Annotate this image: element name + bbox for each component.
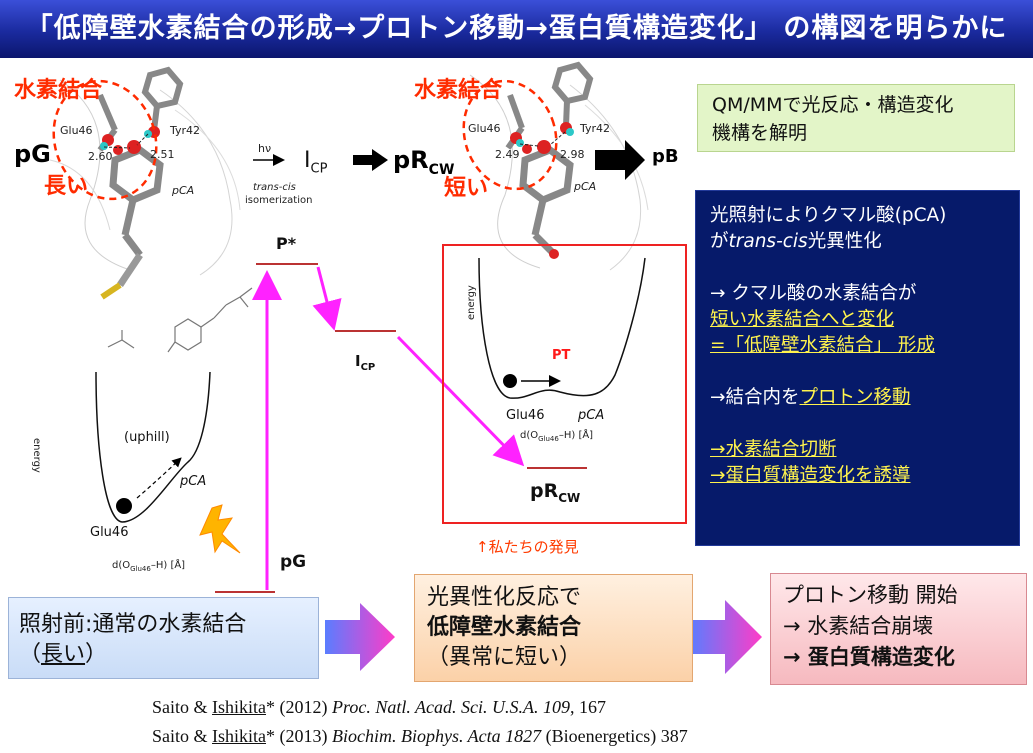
left-energy-well	[95, 371, 211, 523]
info-panel: 光照射によりクマル酸(pCA) がtrans-cis光異性化 → クマル酸の水素…	[695, 190, 1020, 546]
left-dist-a: 2.60	[88, 150, 113, 163]
isomerization-line1: trans-cis	[253, 182, 296, 193]
right-distance-axis: d(OGlu46–H) [Å]	[520, 430, 594, 443]
photocycle-arrows	[253, 140, 645, 180]
right-dist-b: 2.98	[560, 148, 585, 161]
info-line-5: =「低障壁水素結合」 形成	[710, 335, 935, 356]
right-length-label: 短い	[444, 176, 489, 201]
info-line-2: がtrans-cis光異性化	[710, 231, 882, 252]
info-line-6: →結合内をプロトン移動	[710, 387, 911, 408]
info-line-7: →水素結合切断	[710, 439, 837, 460]
hv-label: hν	[258, 142, 272, 155]
right-energy-axis-label: energy	[466, 285, 477, 320]
right-pca-label: pCA	[574, 180, 597, 193]
lightning-icon	[199, 504, 241, 554]
step1-line1: 照射前:通常の水素結合	[19, 612, 247, 637]
step2-line2: 低障壁水素結合	[427, 615, 582, 640]
left-glu-label: Glu46	[60, 124, 93, 137]
step3-line3: → 蛋白質構造変化	[783, 645, 955, 669]
discovery-frame	[442, 244, 687, 524]
step3-line2: → 水素結合崩壊	[783, 614, 934, 638]
step-before-irradiation: 照射前:通常の水素結合 （長い）	[8, 597, 319, 679]
right-glu-label: Glu46	[468, 122, 501, 135]
left-dist-b: 2.51	[150, 148, 175, 161]
left-hbond-label: 水素結合	[14, 78, 103, 103]
info-line-8: →蛋白質構造変化を誘導	[710, 465, 911, 486]
icp-top-label: ICP	[304, 148, 328, 177]
energy-levels	[215, 263, 587, 593]
discovery-note: ↑私たちの発見	[476, 538, 579, 556]
step1-line2: （長い）	[19, 642, 108, 667]
step2-line1: 光異性化反応で	[427, 585, 582, 610]
magenta-pathway-arrows	[252, 266, 525, 590]
right-pca-well-label: pCA	[578, 408, 605, 423]
pca-molecule-sketch	[107, 287, 253, 353]
flow-arrows	[325, 600, 762, 674]
left-pca-well-label: pCA	[180, 474, 207, 489]
qmmm-callout: QM/MMで光反応・構造変化 機構を解明	[697, 84, 1015, 152]
step2-line3: （異常に短い）	[427, 645, 582, 670]
prcw-level-label: pRCW	[530, 480, 581, 505]
left-glu-well-label: Glu46	[90, 525, 129, 540]
right-glu-well-label: Glu46	[506, 408, 545, 423]
isomerization-line2: isomerization	[245, 195, 313, 206]
left-distance-axis: d(OGlu46–H) [Å]	[112, 560, 186, 573]
left-energy-axis-label: energy	[31, 438, 42, 473]
left-pca-label: pCA	[172, 184, 195, 197]
title-banner: 「低障壁水素結合の形成→プロトン移動→蛋白質構造変化」 の構図を明らかに	[0, 0, 1033, 58]
left-protein-structure	[40, 66, 250, 300]
qmmm-line2: 機構を解明	[712, 122, 808, 144]
qmmm-line1: QM/MMで光反応・構造変化	[712, 94, 954, 116]
step3-line1: プロトン移動 開始	[783, 583, 958, 607]
icp-level-label: ICP	[355, 352, 376, 373]
reference-2: Saito & Ishikita* (2013) Biochim. Biophy…	[152, 726, 688, 746]
step-proton-transfer: プロトン移動 開始 → 水素結合崩壊 → 蛋白質構造変化	[770, 573, 1027, 685]
pt-label: PT	[552, 348, 571, 363]
left-length-label: 長い	[44, 174, 89, 199]
right-dist-a: 2.49	[495, 148, 520, 161]
right-protein-structure	[462, 61, 649, 271]
pg-level-label: pG	[280, 552, 307, 572]
step-isomerization: 光異性化反応で 低障壁水素結合 （異常に短い）	[414, 574, 693, 682]
pb-label: pB	[652, 146, 679, 167]
right-energy-well	[478, 257, 646, 399]
uphill-label: (uphill)	[124, 430, 170, 445]
pstar-label: P*	[276, 234, 297, 253]
right-tyr-label: Tyr42	[580, 122, 611, 135]
left-tyr-label: Tyr42	[170, 124, 201, 137]
right-hbond-label: 水素結合	[414, 78, 503, 103]
info-line-4: 短い水素結合へと変化	[710, 309, 895, 330]
reference-1: Saito & Ishikita* (2012) Proc. Natl. Aca…	[152, 697, 606, 717]
info-line-1: 光照射によりクマル酸(pCA)	[710, 205, 947, 226]
prcw-top-label: pRCW	[393, 146, 455, 178]
state-pg-top: pG	[14, 140, 51, 168]
info-line-3: → クマル酸の水素結合が	[710, 283, 917, 304]
page-title: 「低障壁水素結合の形成→プロトン移動→蛋白質構造変化」 の構図を明らかに	[25, 13, 1008, 44]
